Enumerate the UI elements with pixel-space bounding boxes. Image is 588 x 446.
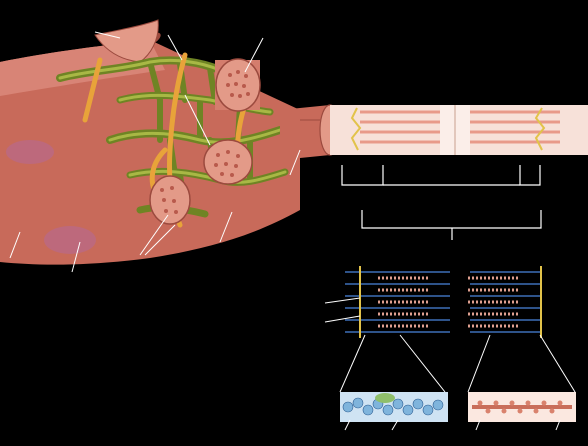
sarcomere-brackets bbox=[341, 165, 542, 240]
zoom-lines bbox=[339, 334, 576, 393]
nucleus-2 bbox=[44, 226, 96, 254]
z-line-right bbox=[534, 107, 546, 151]
z-line-left bbox=[350, 107, 362, 151]
myofibril-bundle-middle bbox=[203, 139, 253, 185]
myofibril-bundle-lower bbox=[149, 175, 191, 225]
nucleus-1 bbox=[6, 140, 54, 164]
thin-filament-closeup bbox=[340, 392, 448, 422]
thick-filament-closeup bbox=[468, 392, 576, 422]
filament-detail bbox=[345, 266, 542, 338]
troponin-complex bbox=[375, 393, 395, 403]
leader-lines bbox=[9, 31, 561, 431]
sarcomere-strip bbox=[330, 105, 588, 155]
myofibril-bundle-top bbox=[215, 58, 261, 112]
sarcolemma-flap bbox=[94, 19, 159, 63]
